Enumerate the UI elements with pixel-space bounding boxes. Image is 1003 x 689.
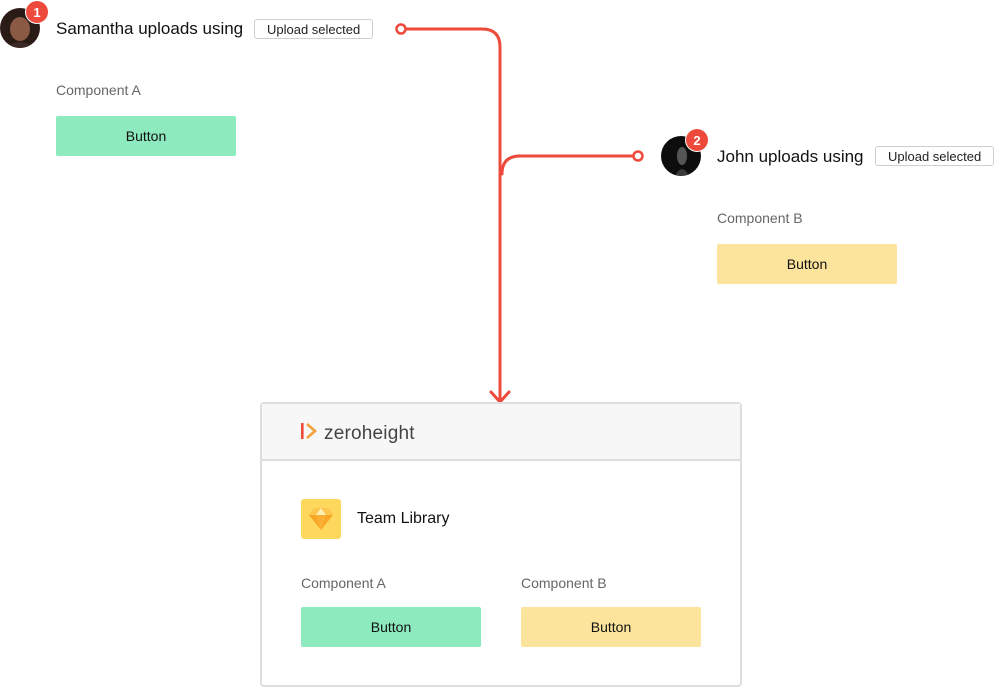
sketch-diamond-icon [301,499,341,539]
john-component-label: Component B [717,210,803,226]
team-library-title: Team Library [357,510,450,527]
connector-from-john [500,154,640,176]
john-upload-selected-button[interactable]: Upload selected [875,146,995,166]
john-component-b-button[interactable]: Button [717,244,897,284]
team-library-card: zeroheight Team Library Component A Butt… [260,402,742,687]
brand-name: zeroheight [324,422,415,444]
samantha-component-a-button[interactable]: Button [56,116,236,156]
badge-step-1: 1 [26,1,48,23]
badge-step-2: 2 [686,129,708,151]
connector-start-john [632,150,644,162]
brand: zeroheight [300,421,415,446]
samantha-upload-selected-button[interactable]: Upload selected [254,19,374,39]
library-component-b-button[interactable]: Button [521,607,701,647]
library-component-a-label: Component A [301,575,386,591]
connector-arrowhead [489,390,511,404]
samantha-component-label: Component A [56,82,141,98]
library-component-b-label: Component B [521,575,607,591]
connector-from-samantha [400,27,502,400]
library-component-a-button[interactable]: Button [301,607,481,647]
samantha-upload-text: Samantha uploads using [56,19,244,38]
zeroheight-logo-icon [300,421,318,446]
connector-start-samantha [395,23,407,35]
card-header: zeroheight [262,404,740,461]
john-upload-text: John uploads using [717,147,864,166]
